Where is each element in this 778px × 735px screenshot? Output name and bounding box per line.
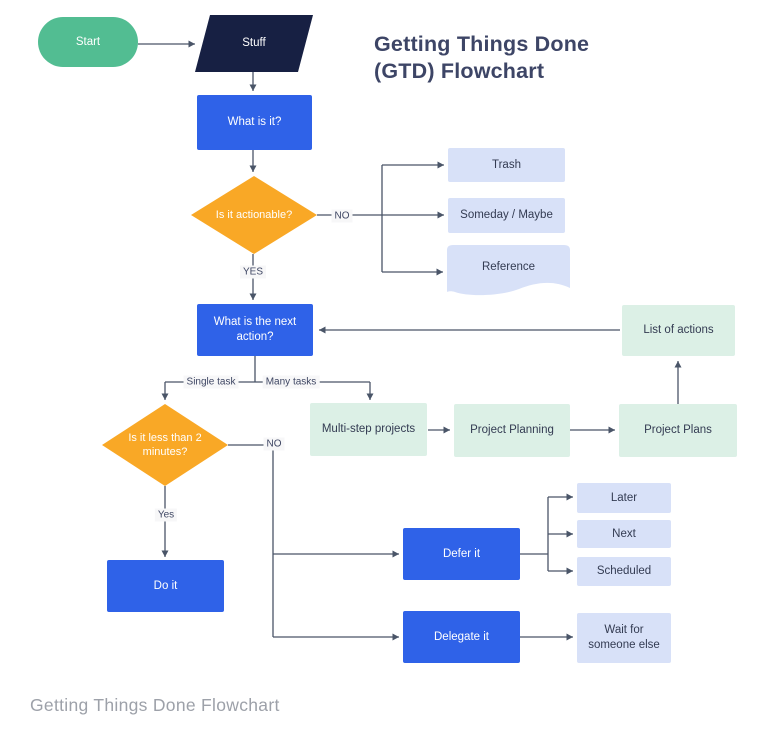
node-what-is-it-process: What is it? [197, 95, 312, 150]
flowchart-title-line2: (GTD) Flowchart [374, 58, 545, 83]
node-project-planning: Project Planning [454, 404, 570, 457]
edge-label-many-tasks: Many tasks [262, 375, 320, 389]
edge-label-no-actionable: NO [331, 209, 353, 223]
node-multi-step-projects: Multi-step projects [310, 403, 427, 456]
node-trash: Trash [448, 148, 565, 182]
node-later: Later [577, 483, 671, 513]
flowchart-caption: Getting Things Done Flowchart [30, 695, 280, 715]
node-delegate-it-process: Delegate it [403, 611, 520, 663]
node-someday-maybe: Someday / Maybe [448, 198, 565, 233]
flowchart-title-line1: Getting Things Done [374, 32, 590, 56]
flowchart-title: Getting Things Done (GTD) Flowchart [374, 31, 589, 84]
edge-label-single-task: Single task [183, 375, 239, 389]
node-list-of-actions: List of actions [622, 305, 735, 356]
node-wait-for-someone-else: Wait for someone else [577, 613, 671, 663]
node-start-terminator: Start [38, 17, 138, 67]
node-do-it-process: Do it [107, 560, 224, 612]
node-defer-it-process: Defer it [403, 528, 520, 580]
edge-label-yes-2min: Yes [154, 508, 178, 522]
node-stuff-input: Stuff [195, 15, 313, 72]
edge-label-no-2min: NO [263, 437, 285, 451]
node-project-plans: Project Plans [619, 404, 737, 457]
node-scheduled: Scheduled [577, 557, 671, 586]
edge-label-yes-actionable: YES [239, 265, 267, 279]
node-next: Next [577, 520, 671, 548]
node-next-action-process: What is the next action? [197, 304, 313, 356]
